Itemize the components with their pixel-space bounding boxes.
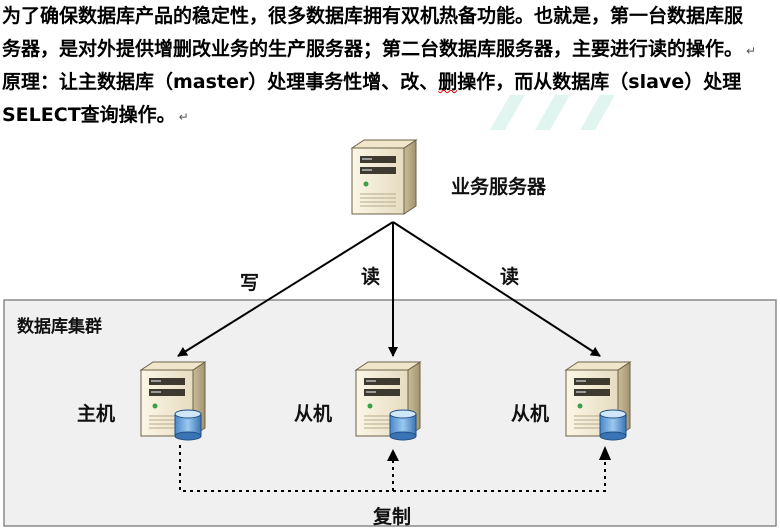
edge-label-read-center: 读	[361, 266, 381, 288]
line-1-text: 为了确保数据库产品的稳定性，很多数据库拥有双机热备功能。也就是，第一台数据库服	[2, 5, 744, 27]
database-icon	[599, 409, 627, 441]
edge-label-write: 写	[240, 272, 260, 294]
node-label-master: 主机	[77, 403, 116, 425]
paragraph-mark-icon: ↵	[178, 110, 189, 124]
edge-label-read-right: 读	[500, 266, 520, 288]
arrow-write	[177, 221, 394, 357]
replication-path	[179, 445, 606, 492]
database-icon	[174, 409, 202, 441]
node-label-slave-1: 从机	[294, 403, 333, 425]
line-3-text-c: 操作，而从数据库（slave）处理	[457, 71, 742, 93]
business-server-icon	[350, 139, 418, 215]
paragraph-mark-icon: ↵	[746, 44, 757, 58]
replication-label: 复制	[373, 506, 412, 528]
intro-paragraph-line-1: 为了确保数据库产品的稳定性，很多数据库拥有双机热备功能。也就是，第一台数据库服	[2, 0, 778, 33]
watermark	[490, 95, 615, 130]
intro-paragraph-line-3: 原理：让主数据库（master）处理事务性增、改、删操作，而从数据库（slave…	[2, 66, 778, 99]
intro-paragraph-line-4: SELECT查询操作。↵	[2, 99, 778, 134]
cluster-title: 数据库集群	[17, 317, 102, 337]
line-3-text-wavy: 删	[438, 71, 458, 93]
slave-server-1-icon	[354, 361, 422, 441]
slave-server-2-icon	[564, 361, 632, 441]
node-label-slave-2: 从机	[511, 403, 550, 425]
business-server-label: 业务服务器	[451, 176, 547, 198]
replication-arrowhead-right	[599, 446, 611, 460]
arrow-read-right	[392, 221, 601, 357]
database-icon	[389, 409, 417, 441]
line-3-text-a: 原理：让主数据库（master）处理事务性增、改、	[2, 71, 439, 93]
line-2-text: 务器，是对外提供增删改业务的生产服务器；第二台数据库服务器，主要进行读的操作。	[2, 38, 744, 60]
master-server-icon	[139, 361, 207, 441]
intro-paragraph-line-2: 务器，是对外提供增删改业务的生产服务器；第二台数据库服务器，主要进行读的操作。↵	[2, 33, 778, 68]
line-4-text: SELECT查询操作。	[2, 104, 176, 126]
